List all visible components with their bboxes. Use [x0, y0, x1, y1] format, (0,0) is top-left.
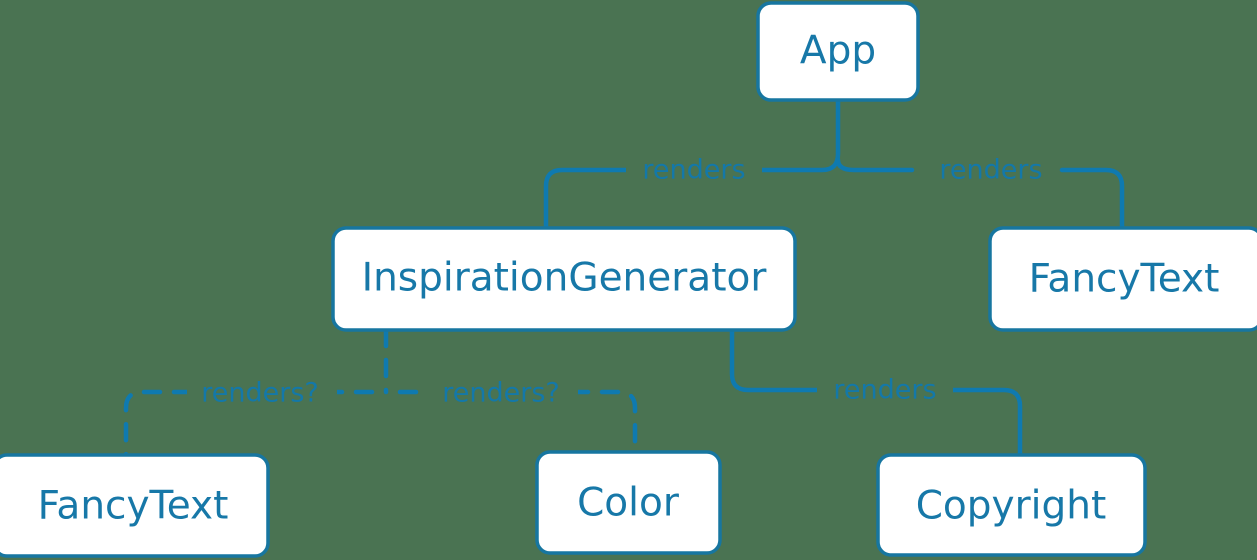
edge-inspiration-generator-to-copyright-head — [729, 327, 821, 393]
edge-app-to-inspiration-generator-tail — [543, 167, 629, 231]
node-inspiration-generator[interactable]: InspirationGenerator — [331, 226, 797, 332]
edge-label-renders-q-right: renders? — [442, 378, 559, 409]
edge-label-renders-q-left: renders? — [201, 378, 318, 409]
node-copyright[interactable]: Copyright — [876, 453, 1147, 557]
edge-label-renders-left-backdrop — [626, 152, 762, 188]
edge-labels-layer: renders renders renders? renders? render… — [187, 152, 1059, 411]
node-app[interactable]: App — [756, 1, 920, 102]
edge-label-renders-right: renders — [939, 155, 1042, 186]
edge-label-renders-left: renders — [642, 155, 745, 186]
node-color[interactable]: Color — [535, 450, 722, 555]
edge-label-renders-bottom: renders — [833, 375, 936, 406]
node-color-box[interactable] — [535, 450, 722, 555]
edge-inspiration-generator-to-color-tail — [569, 389, 638, 455]
node-fancytext-bottom-box[interactable] — [0, 453, 270, 558]
edge-label-renders-q-right-backdrop — [428, 375, 578, 411]
node-app-label: App — [800, 29, 876, 74]
edge-label-renders-right-backdrop — [923, 152, 1059, 188]
node-fancytext-right-box[interactable] — [988, 226, 1257, 332]
edge-label-renders-bottom-backdrop — [817, 372, 953, 408]
node-copyright-label: Copyright — [916, 484, 1107, 529]
node-fancytext-bottom-label: FancyText — [38, 484, 229, 529]
node-color-label: Color — [577, 481, 680, 526]
edges-layer — [123, 97, 1125, 458]
node-inspiration-generator-box[interactable] — [331, 226, 797, 332]
edge-app-to-fancytext-right-head — [835, 157, 915, 173]
node-app-box[interactable] — [756, 1, 920, 102]
node-copyright-box[interactable] — [876, 453, 1147, 557]
edge-app-to-inspiration-generator-trunk — [759, 97, 841, 173]
edge-label-renders-q-left-backdrop — [187, 375, 337, 411]
edge-inspiration-generator-to-copyright-tail — [949, 387, 1023, 458]
node-fancytext-right[interactable]: FancyText — [988, 226, 1257, 332]
node-fancytext-right-label: FancyText — [1029, 257, 1220, 302]
edge-inspiration-generator-to-fancytext-bottom-tail — [123, 389, 193, 458]
node-fancytext-bottom[interactable]: FancyText — [0, 453, 270, 558]
node-inspiration-generator-label: InspirationGenerator — [362, 256, 768, 301]
edge-app-to-fancytext-right-tail — [1059, 167, 1125, 231]
